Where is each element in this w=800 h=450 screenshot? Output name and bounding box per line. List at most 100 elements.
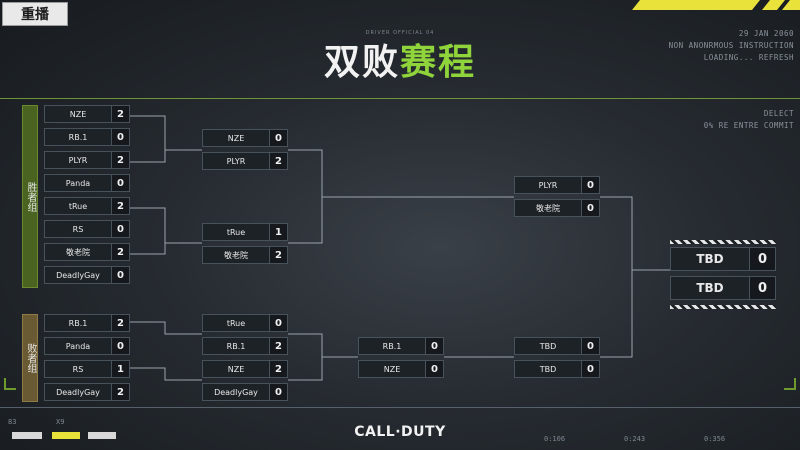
team-score: 0	[581, 177, 599, 193]
info-readout: 29 JAN 2060 NON ANONRMOUS INSTRUCTION LO…	[594, 28, 794, 64]
page-title: 双败 赛程	[300, 38, 500, 88]
footer-readout-1: 0:106	[544, 435, 566, 443]
team-slot[interactable]: NZE 2	[202, 360, 288, 378]
team-score: 0	[749, 277, 775, 299]
team-name: RB.1	[226, 341, 246, 351]
team-slot[interactable]: TBD 0	[670, 247, 776, 271]
team-score: 2	[269, 338, 287, 354]
team-slot[interactable]: NZE 2	[44, 105, 130, 123]
team-name: DeadlyGay	[214, 387, 258, 397]
team-slot[interactable]: PLYR 2	[44, 151, 130, 169]
info-line-loading: LOADING... REFRESH	[703, 53, 794, 62]
final-bottom-stripe	[670, 305, 776, 309]
team-slot[interactable]: tRue 2	[44, 197, 130, 215]
team-name: NZE	[69, 109, 87, 119]
team-name: NZE	[227, 133, 245, 143]
team-name: 敬老院	[536, 203, 560, 213]
team-score: 2	[269, 361, 287, 377]
team-slot[interactable]: TBD 0	[514, 337, 600, 355]
team-score: 0	[581, 200, 599, 216]
team-score: 2	[111, 106, 129, 122]
footer-bar-accent	[52, 432, 80, 439]
info-line-date: 29 JAN 2060	[738, 29, 794, 38]
match-winners-final[interactable]: PLYR 0 敬老院 0	[514, 176, 600, 222]
match-losers-r2-2[interactable]: NZE 2 DeadlyGay 0	[202, 360, 288, 406]
team-score: 0	[581, 338, 599, 354]
team-name: RB.1	[68, 318, 88, 328]
team-score: 0	[269, 384, 287, 400]
info-line-commit: 0% RE ENTRE COMMIT	[703, 121, 794, 130]
team-score: 0	[269, 315, 287, 331]
team-score: 0	[749, 248, 775, 270]
team-score: 0	[581, 361, 599, 377]
team-slot[interactable]: DeadlyGay 0	[202, 383, 288, 401]
team-name: tRue	[68, 201, 88, 211]
call-of-duty-logo: CALL·DUTY	[354, 424, 446, 440]
team-name: PLYR	[68, 155, 88, 165]
team-name: DeadlyGay	[56, 387, 100, 397]
winners-group-label: 胜者组	[22, 105, 38, 288]
team-slot[interactable]: NZE 0	[202, 129, 288, 147]
losers-group-text: 败者组	[25, 343, 36, 373]
header-divider	[0, 98, 800, 99]
team-name: Panda	[65, 341, 91, 351]
team-score: 0	[111, 129, 129, 145]
team-score: 0	[269, 130, 287, 146]
team-slot[interactable]: PLYR 0	[514, 176, 600, 194]
team-score: 2	[111, 152, 129, 168]
team-slot[interactable]: RB.1 2	[202, 337, 288, 355]
title-tag: DRIVER OFFICIAL 04	[365, 30, 435, 36]
replay-button[interactable]: 重播	[2, 2, 68, 26]
team-score: 0	[111, 267, 129, 283]
team-score: 0	[425, 361, 443, 377]
team-name: TBD	[539, 341, 557, 351]
team-name: RB.1	[382, 341, 402, 351]
top-stripes-decoration	[632, 0, 800, 10]
team-name: NZE	[227, 364, 245, 374]
team-name: PLYR	[538, 180, 558, 190]
team-score: 2	[111, 198, 129, 214]
team-slot[interactable]: RB.1 2	[44, 314, 130, 332]
team-name: RS	[72, 364, 84, 374]
team-name: RS	[72, 224, 84, 234]
team-score: 1	[269, 224, 287, 240]
team-score: 2	[111, 315, 129, 331]
footer-bar	[12, 432, 42, 439]
page-title-white: 双败	[323, 42, 400, 83]
corner-bracket-icon	[784, 378, 796, 390]
footer-code-1: 83	[8, 418, 17, 426]
page-title-green: 赛程	[400, 42, 477, 83]
footer-readout-3: 0:356	[704, 435, 726, 443]
team-name: TBD	[696, 252, 724, 266]
team-slot[interactable]: 敬老院 0	[514, 199, 600, 217]
